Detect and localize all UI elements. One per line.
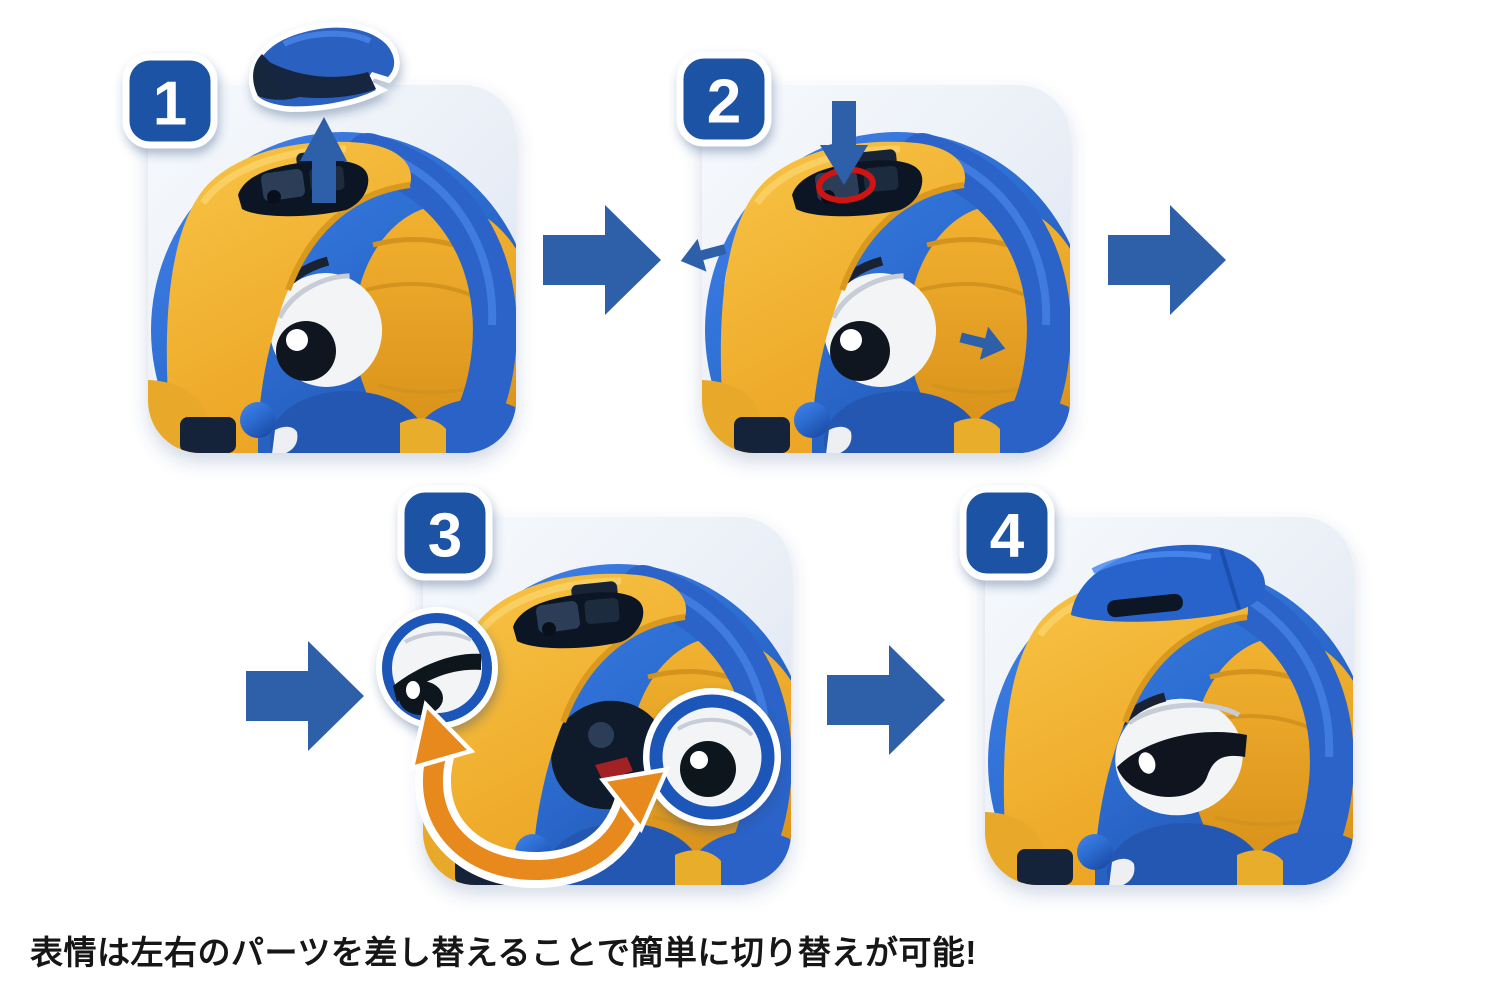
slide-left-arrow-icon <box>680 238 727 272</box>
next-step-arrow-4-icon <box>827 645 945 755</box>
hatch-cap-closed <box>1071 544 1266 622</box>
step-2-badge: 2 <box>676 51 772 147</box>
instruction-caption: 表情は左右のパーツを差し替えることで簡単に切り替えが可能! <box>30 934 977 971</box>
robot-head-finished-illustration <box>985 545 1379 960</box>
next-step-arrow-2-icon <box>1108 205 1226 315</box>
slide-right-arrow-icon <box>959 326 1006 360</box>
swap-arrows-icon <box>408 700 671 889</box>
step-2-number: 2 <box>707 68 741 137</box>
step-3-panel <box>376 517 791 889</box>
step-1-panel <box>148 22 542 528</box>
next-step-arrow-1-icon <box>543 205 661 315</box>
step-4-panel <box>985 517 1379 960</box>
step-1-number: 1 <box>153 70 187 139</box>
step-3-number: 3 <box>428 502 462 571</box>
step-4-badge: 4 <box>959 485 1055 581</box>
down-arrow-icon <box>820 101 868 185</box>
hatch-cap-part <box>249 22 400 112</box>
step-3-badge: 3 <box>397 485 493 581</box>
step-4-number: 4 <box>990 502 1025 571</box>
robot-head-open-hatch-illustration <box>148 117 542 528</box>
step-2-panel <box>680 85 1096 528</box>
eye-part-angry <box>376 607 498 729</box>
next-step-arrow-3-icon <box>246 641 364 751</box>
step-1-badge: 1 <box>122 53 218 149</box>
up-arrow-icon <box>300 117 347 203</box>
robot-head-insert-illustration <box>702 101 1096 528</box>
eye-part-normal <box>643 688 781 826</box>
